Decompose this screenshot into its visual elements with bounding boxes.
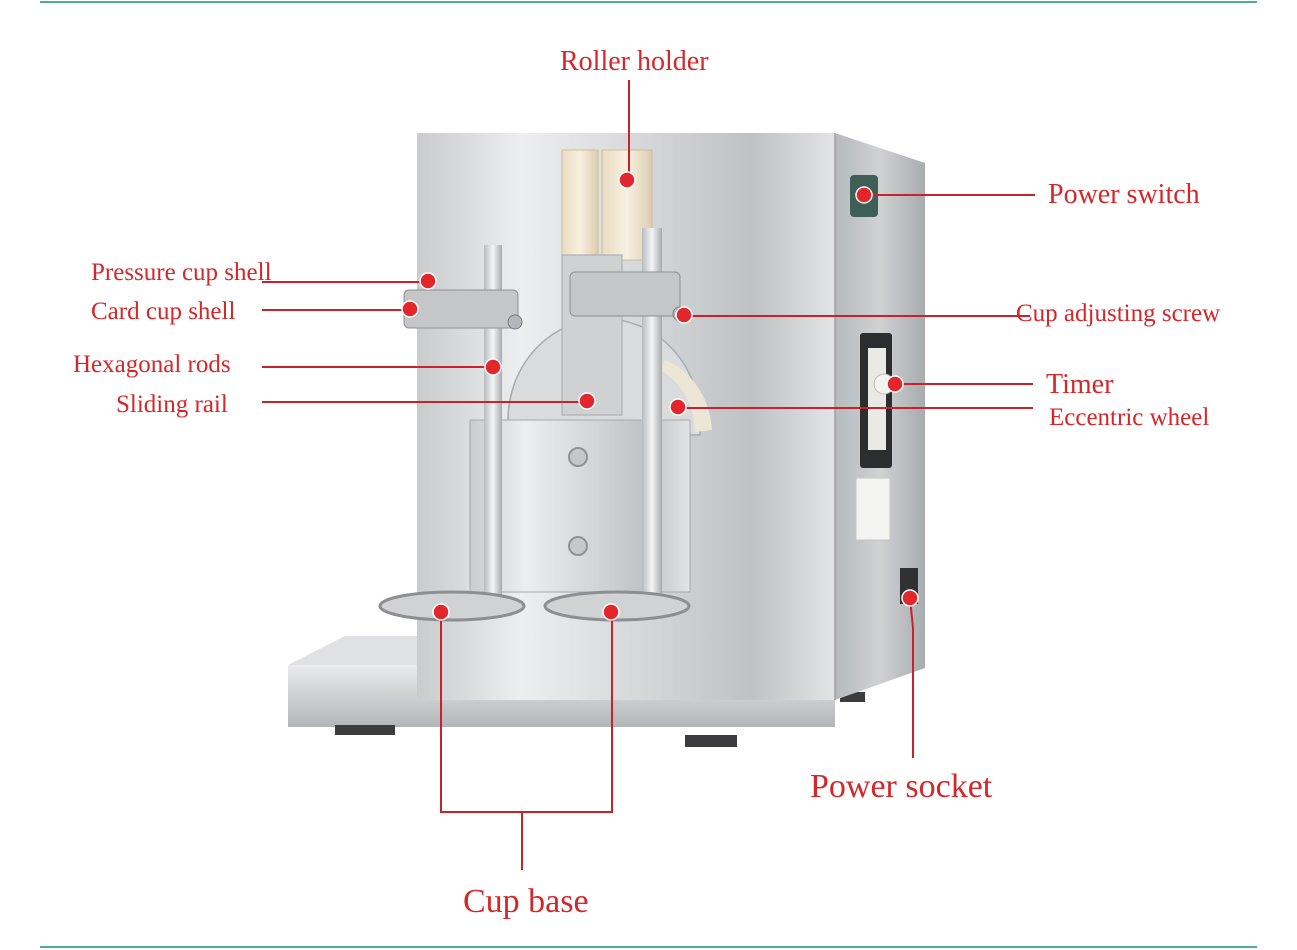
red-dot-icon [618, 171, 636, 189]
base-foot-right [685, 735, 737, 747]
red-dot-icon [669, 398, 687, 416]
roller-holder-left [561, 149, 599, 261]
cup-clamp-right [569, 271, 681, 317]
cup-clamp-left [403, 289, 519, 329]
cup-base-left [378, 590, 526, 622]
red-dot-icon [901, 589, 919, 607]
red-dot-icon [855, 186, 873, 204]
base-foot-back [840, 692, 865, 702]
label-timer: Timer [1046, 369, 1114, 400]
carriage-bolt-upper [568, 447, 588, 467]
red-dot-icon [419, 272, 437, 290]
label-sliding-rail: Sliding rail [116, 391, 228, 418]
red-dot-icon [432, 603, 450, 621]
label-power-switch: Power switch [1048, 179, 1200, 210]
label-hexagonal-rods: Hexagonal rods [73, 351, 231, 378]
leader-power-socket [909, 597, 914, 758]
spec-plate [855, 477, 891, 541]
red-dot-icon [675, 306, 693, 324]
label-eccentric-wheel: Eccentric wheel [1049, 404, 1209, 431]
leader-lines [262, 80, 1035, 870]
red-dot-icon [578, 392, 596, 410]
red-dot-icon [401, 300, 419, 318]
timer-dial-icon [868, 348, 886, 450]
label-cup-base: Cup base [463, 883, 589, 920]
red-dot-icon [602, 603, 620, 621]
leader-cup-base-bracket [440, 612, 613, 813]
part-labels: Roller holder Power switch Pressure cup … [73, 46, 1220, 920]
red-dot-icon [484, 358, 502, 376]
callout-markers [401, 171, 919, 621]
hex-rod-right [642, 228, 662, 600]
red-dot-icon [886, 375, 904, 393]
machine-illustration [288, 133, 925, 747]
eccentric-cam [660, 360, 712, 432]
label-pressure-cup-shell: Pressure cup shell [91, 259, 272, 286]
carriage-bolt-lower [568, 536, 588, 556]
hex-rod-left [484, 245, 502, 600]
adjust-knob-left [507, 314, 523, 330]
label-cup-adjusting-screw: Cup adjusting screw [1016, 300, 1220, 327]
label-card-cup-shell: Card cup shell [91, 298, 235, 325]
label-power-socket: Power socket [810, 768, 993, 805]
base-foot-left [335, 725, 395, 735]
label-roller-holder: Roller holder [560, 46, 709, 77]
